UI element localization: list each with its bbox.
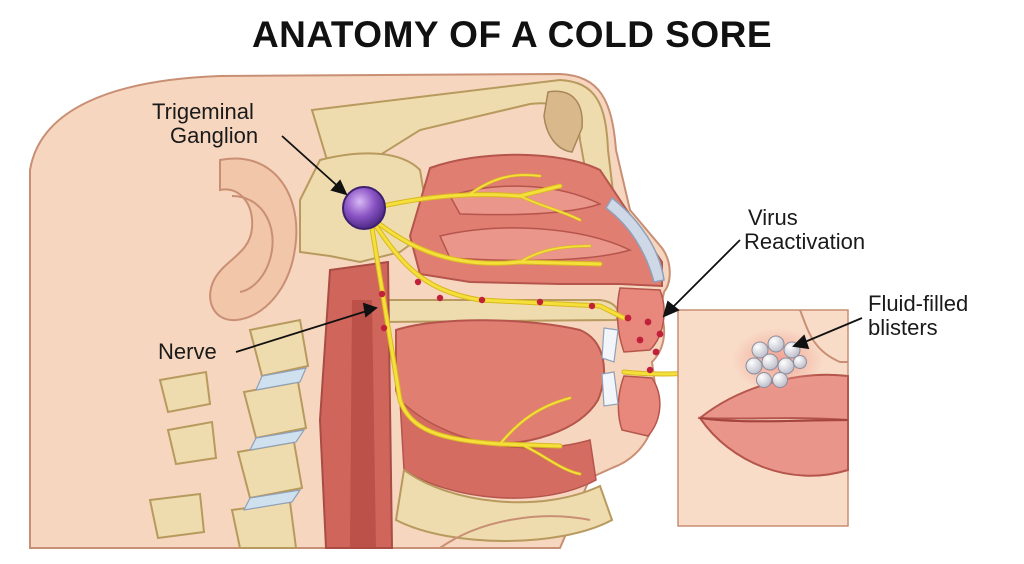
upper-tooth [601,327,619,363]
airway [350,300,376,548]
neck-bones-left [148,370,218,540]
label-trigeminal-ganglion-line1: Trigeminal [152,99,254,124]
nasal-turbinate-2 [438,227,633,262]
label-nerve: Nerve [158,339,217,364]
label-virus-reactivation-line1: Virus [748,205,798,230]
label-trigeminal-ganglion: Trigeminal Ganglion [152,100,258,148]
label-fluid-filled-blisters-line1: Fluid-filled [868,291,969,316]
inset-upper-lip [697,373,849,422]
neck-front [439,515,591,549]
trigeminal-ganglion-node [342,186,386,230]
lower-lip-section [617,375,661,437]
jaw-bone [394,468,614,542]
frontal-sinus [543,90,583,153]
label-virus-reactivation-line2: Reactivation [744,229,866,254]
label-fluid-filled-blisters: Fluid-filled blisters [868,292,968,340]
cervical-spine [230,318,310,549]
label-trigeminal-ganglion-line2: Ganglion [170,123,259,148]
ear-inner [231,195,274,293]
upper-lip-section [616,287,665,353]
leader-arrows [235,135,863,353]
lower-tooth [601,371,619,407]
label-fluid-filled-blisters-line2: blisters [868,315,938,340]
diagram-title: ANATOMY OF A COLD SORE [251,14,773,55]
inset-lip-line [699,417,849,423]
nasal-cartilage [605,196,665,283]
label-virus-reactivation: Virus Reactivation [744,206,865,254]
tongue-underside [399,398,597,499]
ear [209,157,298,322]
spinal-discs [242,367,307,511]
